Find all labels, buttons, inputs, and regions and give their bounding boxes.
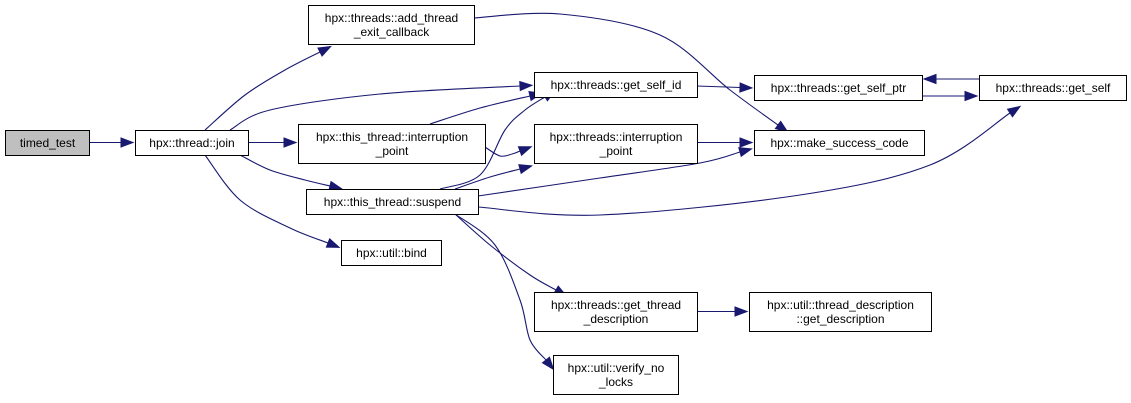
edge-thread_join-to-this_thread_interruption_point — [248, 137, 298, 148]
edge-line — [204, 51, 321, 131]
arrowhead — [1006, 105, 1022, 118]
node-label: hpx::make_success_code — [770, 136, 908, 150]
node-verify-no-locks[interactable]: hpx::util::verify_no_locks — [553, 355, 679, 395]
edge-line — [696, 85, 741, 89]
edge-this_thread_interruption_point-to-get_self_id — [429, 91, 544, 125]
node-label: hpx::util::thread_description — [767, 298, 914, 312]
node-label: hpx::threads::get_self — [996, 81, 1111, 95]
node-label: _exit_callback — [353, 25, 430, 39]
edge-line — [204, 154, 329, 244]
node-label: hpx::threads::get_self_ptr — [771, 81, 906, 95]
node-label: hpx::thread::join — [149, 136, 234, 150]
node-timed-test[interactable]: timed_test — [5, 130, 90, 156]
arrowhead — [283, 137, 298, 148]
arrowhead — [519, 80, 534, 92]
node-box — [341, 240, 442, 266]
edge-line — [454, 168, 521, 190]
node-label: hpx::this_thread::interruption — [316, 130, 468, 144]
node-box — [754, 130, 925, 156]
node-label: timed_test — [20, 136, 76, 150]
edge-suspend-to-make_success_code — [477, 147, 753, 197]
arrowhead — [964, 90, 979, 102]
node-box — [135, 130, 249, 156]
edge-line — [477, 151, 741, 197]
node-label: _point — [375, 144, 409, 158]
edges-layer — [89, 12, 1022, 371]
edge-get_self_ptr-to-get_self — [922, 90, 979, 102]
arrowhead — [517, 146, 533, 157]
arrowhead — [325, 237, 341, 248]
edge-threads_interruption_point-to-make_success_code — [697, 137, 754, 148]
node-threads-interruption-point[interactable]: hpx::threads::interruption_point — [534, 124, 698, 164]
edge-thread_join-to-get_self_id — [229, 80, 534, 131]
node-make-success-code[interactable]: hpx::make_success_code — [754, 130, 925, 156]
node-box — [534, 72, 698, 98]
arrowhead — [120, 137, 135, 148]
edge-suspend-to-verify_no_locks — [454, 213, 555, 371]
arrowhead — [739, 137, 754, 148]
node-suspend[interactable]: hpx::this_thread::suspend — [306, 189, 479, 215]
node-label: ::get_description — [796, 312, 884, 326]
edge-suspend-to-threads_interruption_point — [454, 164, 533, 190]
edge-line — [484, 146, 521, 157]
edge-suspend-to-get_thread_description — [454, 213, 568, 297]
node-label: hpx::threads::add_thread — [325, 11, 458, 25]
node-label: hpx::this_thread::suspend — [324, 195, 461, 209]
edge-line — [229, 85, 521, 131]
node-box — [5, 130, 90, 156]
node-label: _locks — [598, 375, 633, 389]
node-add-thread-exit-callback[interactable]: hpx::threads::add_thread_exit_callback — [308, 5, 475, 45]
node-label: _point — [599, 144, 633, 158]
edge-line — [454, 213, 557, 291]
node-label: hpx::util::verify_no — [568, 361, 665, 375]
node-util-bind[interactable]: hpx::util::bind — [341, 240, 442, 266]
arrowhead — [922, 73, 937, 85]
node-box — [298, 124, 486, 164]
node-box — [553, 355, 679, 395]
node-box — [979, 75, 1127, 101]
arrowhead — [518, 164, 533, 175]
edge-get_self-to-get_self_ptr — [922, 73, 979, 85]
edge-line — [429, 95, 531, 125]
node-label: _description — [583, 312, 649, 326]
edge-line — [477, 112, 1011, 216]
node-label: hpx::threads::interruption — [550, 130, 683, 144]
node-thread-description-get-description[interactable]: hpx::util::thread_description::get_descr… — [749, 292, 932, 332]
node-get-thread-description[interactable]: hpx::threads::get_thread_description — [534, 292, 698, 332]
node-box — [534, 292, 698, 332]
node-label: hpx::threads::get_thread — [551, 298, 681, 312]
arrowhead — [739, 82, 754, 93]
arrowhead — [734, 306, 749, 317]
node-thread-join[interactable]: hpx::thread::join — [135, 130, 249, 156]
arrowhead — [317, 45, 332, 57]
node-get-self[interactable]: hpx::threads::get_self — [979, 75, 1127, 101]
node-box — [754, 75, 923, 101]
edge-suspend-to-get_self — [477, 105, 1022, 216]
node-label: hpx::threads::get_self_id — [551, 78, 682, 92]
edge-line — [439, 96, 546, 190]
node-box — [306, 189, 479, 215]
edge-get_thread_description-to-thread_description_get_description — [697, 306, 749, 317]
edge-thread_join-to-util_bind — [204, 154, 341, 248]
node-label: hpx::util::bind — [356, 246, 427, 260]
node-box — [749, 292, 932, 332]
arrowhead — [738, 147, 753, 158]
edge-thread_join-to-add_thread_exit_callback — [204, 45, 332, 131]
node-this-thread-interruption-point[interactable]: hpx::this_thread::interruption_point — [298, 124, 486, 164]
edge-this_thread_interruption_point-to-threads_interruption_point — [484, 146, 533, 157]
arrowhead — [541, 356, 555, 371]
edge-get_self_id-to-get_self_ptr — [696, 82, 754, 93]
node-get-self-ptr[interactable]: hpx::threads::get_self_ptr — [754, 75, 923, 101]
edge-line — [473, 12, 779, 126]
node-box — [534, 124, 698, 164]
edge-line — [454, 213, 547, 361]
edge-timed_test-to-thread_join — [89, 137, 135, 148]
node-get-self-id[interactable]: hpx::threads::get_self_id — [534, 72, 698, 98]
node-box — [308, 5, 475, 45]
edge-line — [239, 154, 331, 187]
